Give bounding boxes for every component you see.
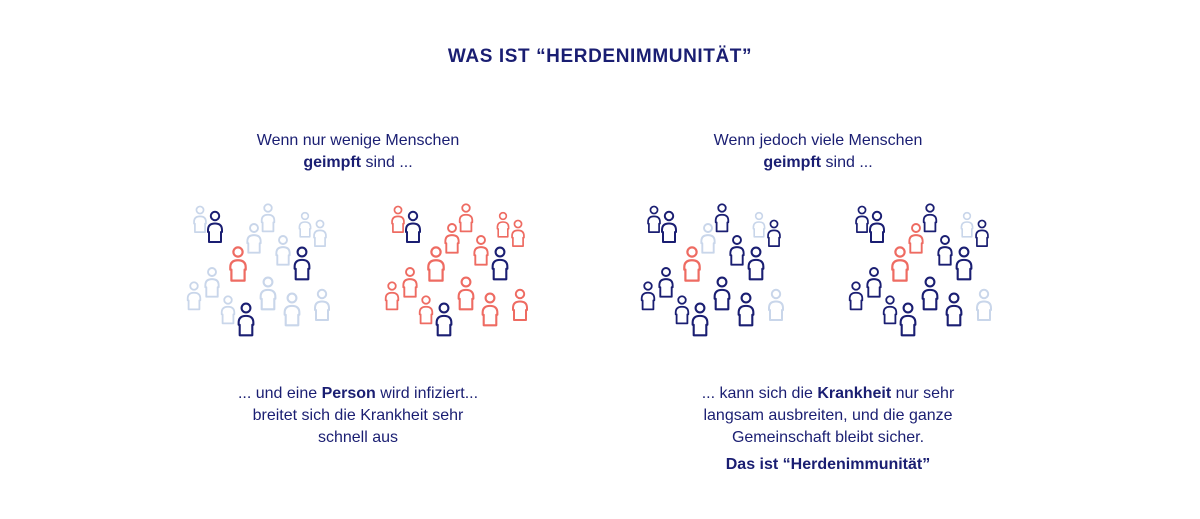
- person-icon: [674, 295, 690, 325]
- person-icon: [314, 288, 330, 321]
- person-icon: [714, 203, 730, 233]
- outro-text: schnell aus: [317, 429, 399, 446]
- intro-few-vaccinated: Wenn nur wenige Menschen geimpft sind ..…: [208, 130, 508, 174]
- person-icon: [955, 246, 973, 281]
- person-icon: [661, 210, 677, 243]
- person-icon: [444, 223, 460, 254]
- person-icon: [921, 276, 939, 311]
- person-icon: [866, 267, 882, 298]
- person-icon: [713, 276, 731, 311]
- intro-line-1: Wenn jedoch viele Menschen: [713, 132, 923, 149]
- herd-immunity-motto: Das ist “Herdenimmunität”: [725, 456, 931, 473]
- person-icon: [391, 205, 405, 233]
- person-icon: [768, 288, 784, 321]
- crowd-figures: [848, 203, 992, 337]
- person-icon: [427, 246, 445, 282]
- outro-emphasis: Person: [321, 385, 376, 402]
- outro-text: wird infiziert...: [375, 385, 479, 402]
- person-icon: [237, 302, 255, 337]
- person-icon: [204, 267, 220, 298]
- person-icon: [747, 246, 765, 281]
- person-icon: [511, 219, 525, 247]
- person-icon: [691, 302, 709, 337]
- outro-text: Gemeinschaft bleibt sicher.: [731, 429, 925, 446]
- crowd-many-vaccinated-after: [842, 196, 1002, 341]
- crowd-few-vaccinated-after: [378, 196, 538, 341]
- person-icon: [435, 302, 453, 337]
- person-icon: [891, 246, 909, 282]
- person-icon: [260, 203, 276, 233]
- person-icon: [848, 281, 864, 311]
- person-icon: [481, 292, 499, 327]
- person-icon: [729, 235, 745, 266]
- person-icon: [457, 276, 475, 311]
- person-icon: [945, 292, 963, 327]
- person-icon: [882, 295, 898, 325]
- person-icon: [937, 235, 953, 266]
- person-icon: [473, 235, 489, 266]
- person-icon: [193, 205, 207, 233]
- person-icon: [640, 281, 656, 311]
- person-icon: [512, 288, 528, 321]
- person-icon: [275, 235, 291, 266]
- intro-many-vaccinated: Wenn jedoch viele Menschen geimpft sind …: [668, 130, 968, 174]
- outro-text: breitet sich die Krankheit sehr: [252, 407, 464, 424]
- person-icon: [976, 288, 992, 321]
- person-icon: [658, 267, 674, 298]
- intro-emphasis: geimpft: [303, 154, 362, 171]
- outro-slow-spread: ... kann sich die Krankheit nur sehr lan…: [638, 383, 1018, 449]
- person-icon: [402, 267, 418, 298]
- person-icon: [384, 281, 400, 311]
- person-icon: [186, 281, 202, 311]
- person-icon: [899, 302, 917, 337]
- outro-text: nur sehr: [891, 385, 955, 402]
- person-icon: [246, 223, 262, 254]
- person-icon: [975, 219, 989, 247]
- crowd-figures: [640, 203, 784, 337]
- person-icon: [418, 295, 434, 325]
- person-icon: [491, 246, 509, 281]
- person-icon: [683, 246, 701, 282]
- person-icon: [922, 203, 938, 233]
- person-icon: [207, 210, 223, 243]
- person-icon: [458, 203, 474, 233]
- person-icon: [737, 292, 755, 327]
- page-title: WAS IST “HERDENIMMUNITÄT”: [447, 46, 753, 67]
- outro-text: ... und eine: [237, 385, 322, 402]
- person-icon: [752, 211, 766, 238]
- person-icon: [259, 276, 277, 311]
- crowd-figures: [186, 203, 330, 337]
- person-icon: [496, 211, 510, 238]
- person-icon: [405, 210, 421, 243]
- person-icon: [908, 223, 924, 254]
- person-icon: [960, 211, 974, 238]
- person-icon: [869, 210, 885, 243]
- person-icon: [293, 246, 311, 281]
- crowd-few-vaccinated-before: [180, 196, 340, 341]
- outro-text: langsam ausbreiten, und die ganze: [703, 407, 953, 424]
- person-icon: [855, 205, 869, 233]
- intro-line-1: Wenn nur wenige Menschen: [256, 132, 460, 149]
- outro-fast-spread: ... und eine Person wird infiziert... br…: [178, 383, 538, 449]
- outro-text: ... kann sich die: [701, 385, 818, 402]
- crowd-many-vaccinated-before: [634, 196, 794, 341]
- intro-line-2-rest: sind ...: [821, 154, 873, 171]
- person-icon: [229, 246, 247, 282]
- person-icon: [298, 211, 312, 238]
- person-icon: [767, 219, 781, 247]
- person-icon: [283, 292, 301, 327]
- outro-emphasis: Krankheit: [817, 385, 892, 402]
- intro-line-2-rest: sind ...: [361, 154, 413, 171]
- crowd-figures: [384, 203, 528, 337]
- person-icon: [313, 219, 327, 247]
- person-icon: [647, 205, 661, 233]
- intro-emphasis: geimpft: [763, 154, 822, 171]
- person-icon: [220, 295, 236, 325]
- person-icon: [700, 223, 716, 254]
